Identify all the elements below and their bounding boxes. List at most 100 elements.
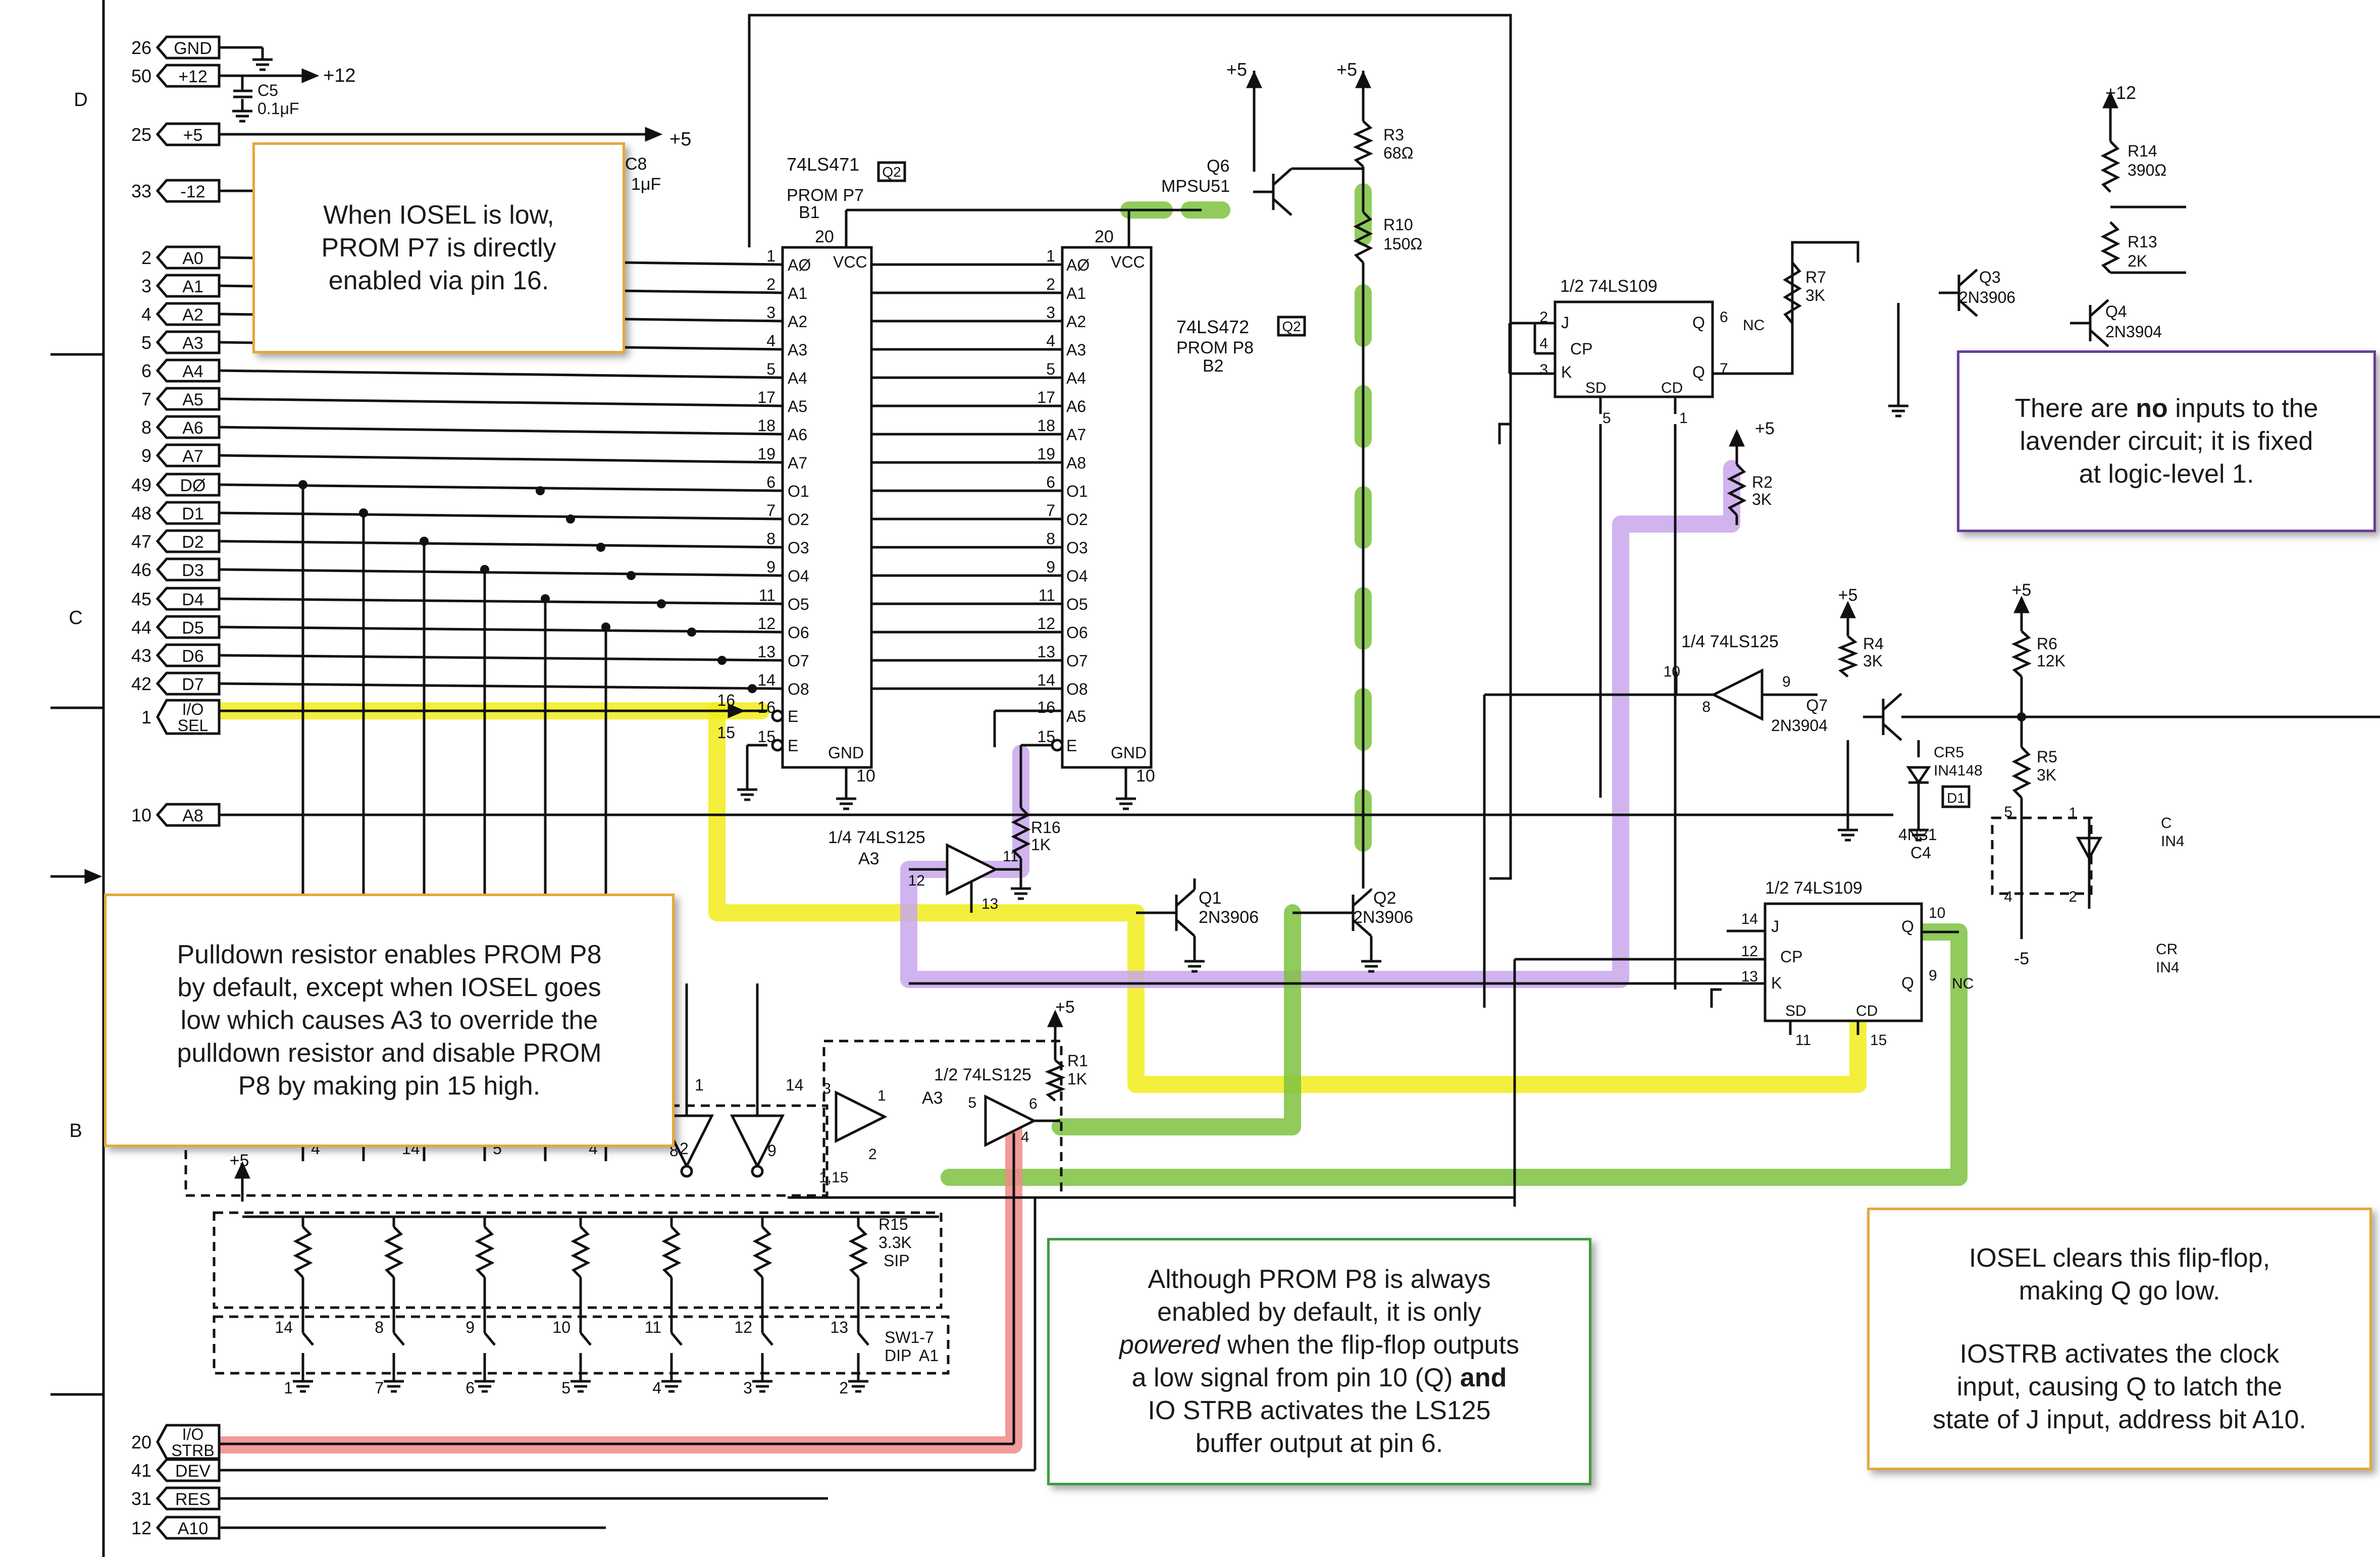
prom-p8-pin-number: 5 — [1046, 360, 1055, 378]
edge-cr-value: IN4 — [2156, 959, 2180, 976]
prom-p8-pin-label: O1 — [1066, 482, 1088, 500]
prom-p8-tag: Q2 — [1282, 319, 1301, 334]
opto-pin4: 4 — [2004, 889, 2012, 905]
connector-pin-number: 2 — [141, 247, 151, 268]
edge-c-value: IN4 — [2161, 833, 2185, 850]
r15-element — [475, 1226, 495, 1278]
ls125c-label: 1/2 74LS125 — [934, 1065, 1031, 1084]
connector-pin-shape — [156, 415, 221, 439]
connector-pin-number: 5 — [141, 332, 151, 353]
ff2-pin-qn: 9 — [1929, 967, 1937, 984]
prom-p7-pin-label: AØ — [788, 256, 811, 274]
callout-ff-p2-line-2: input, causing Q to latch the — [1956, 1372, 2283, 1402]
connector-pin-name: A5 — [182, 390, 203, 409]
data-line — [219, 483, 783, 492]
r15-label: R15 — [878, 1215, 908, 1233]
connector-pin-number: 9 — [141, 445, 151, 466]
opto-ref: C4 — [1910, 844, 1931, 862]
callout-ff-p1-line-2: making Q go low. — [2019, 1276, 2220, 1306]
connector-pin-name: STRB — [171, 1441, 214, 1460]
connector-pin-shape — [156, 699, 221, 735]
supply-arrow — [1840, 601, 1856, 618]
connector-pin-number: 10 — [131, 805, 151, 825]
opto-pin1: 1 — [2068, 805, 2077, 821]
ff1-nc: NC — [1743, 317, 1765, 334]
connector-pin-shape — [156, 358, 221, 383]
junction-dot — [687, 628, 696, 637]
r13-label: R13 — [2128, 233, 2157, 251]
prom-p7-pin-number: 18 — [757, 417, 775, 435]
prom-p8-pin-number: 2 — [1046, 275, 1055, 293]
q6-emitter — [1272, 198, 1292, 216]
prom-p8-pin-number: 13 — [1037, 643, 1055, 661]
switch-pin: 14 — [275, 1318, 293, 1336]
prom-p8-vcc: VCC — [1111, 253, 1145, 271]
connector-pin-shape — [156, 615, 221, 639]
connector-pin-number: 31 — [131, 1488, 151, 1509]
callout-lavender-line-1: There are no inputs to the — [2014, 392, 2318, 425]
junction-dot — [601, 622, 610, 632]
connector-pin-number: 6 — [141, 360, 151, 381]
callout-iosel-p7-line-3: enabled via pin 16. — [328, 266, 549, 295]
connector-pin-shape — [156, 245, 221, 270]
callout-powered-line-4: a low signal from pin 10 (Q) and — [1132, 1362, 1507, 1394]
supply-arrow — [1246, 71, 1262, 88]
prom-p7-pin-number: 1 — [766, 247, 775, 265]
r7-wire — [1713, 241, 1859, 375]
prom-p8-tag-box — [1277, 316, 1306, 337]
r1-label: R1 — [1067, 1052, 1088, 1070]
r14-supply-label: +12 — [2105, 82, 2136, 103]
ff2-qn: Q — [1901, 974, 1914, 992]
r14 — [2100, 140, 2120, 193]
connector-pin-name: A2 — [182, 305, 203, 325]
prom-p8-pin-label: O7 — [1066, 652, 1088, 670]
q6-label: Q6 — [1207, 157, 1229, 176]
connector-pin-number: 49 — [131, 475, 151, 495]
opto-label: 4N31 — [1898, 825, 1937, 844]
ff1-cd: CD — [1661, 380, 1683, 396]
connector-pin-number: 12 — [131, 1518, 151, 1538]
sw-type: DIP — [885, 1346, 911, 1365]
ls125b-pin13: 13 — [981, 896, 998, 912]
switch-pin: 11 — [645, 1318, 661, 1336]
prom-p7-pin-label: E — [788, 737, 798, 755]
prom-p8-pin-label: O4 — [1066, 567, 1088, 585]
gate-pin-number: 2 — [680, 1139, 689, 1158]
prom-p8-pin-number: 19 — [1037, 445, 1055, 463]
q4-collector — [2089, 299, 2109, 317]
q1-value: 2N3906 — [1199, 908, 1259, 927]
r1-supply-label: +5 — [1055, 998, 1075, 1017]
prom-p8-pin-label: A3 — [1066, 341, 1086, 359]
r1 — [1045, 1059, 1066, 1102]
r7-value: 3K — [1805, 286, 1825, 304]
switch-gnd-pin: 3 — [743, 1379, 752, 1397]
r16 — [1011, 807, 1031, 859]
ff1-j: J — [1561, 314, 1569, 332]
connector-pin-name: A3 — [182, 334, 203, 353]
prom-p8-pin-number: 18 — [1037, 417, 1055, 435]
r15-element — [752, 1226, 772, 1278]
c8-label: C8 — [625, 154, 647, 174]
gate-a-pin3: 3 — [822, 1080, 831, 1097]
callout-iosel-enables-p7: When IOSEL is low, PROM P7 is directly e… — [252, 142, 625, 353]
supply-arrow — [1355, 71, 1371, 88]
connector-pin-name: I/O — [182, 700, 204, 718]
connector-pin-shape — [156, 1516, 221, 1540]
prom-p7-pin-label: O6 — [788, 624, 809, 642]
ls125a-gate — [1711, 668, 1764, 721]
prom-p7-body — [781, 246, 873, 769]
hl-iosel-to-ff — [708, 702, 1867, 1093]
ls125a-pin8: 8 — [1702, 699, 1711, 715]
connector-pin-number: 43 — [131, 645, 151, 666]
ls125b-pin11: 11 — [1003, 848, 1018, 865]
prom-p8-pin-label: A5 — [1066, 707, 1086, 725]
opto-box — [1991, 816, 2093, 895]
prom-p7-pin-number: 5 — [766, 360, 775, 378]
prom-p7-pin-label: A5 — [788, 397, 807, 416]
junction-dot — [717, 656, 727, 665]
switch-gnd-pin: 5 — [561, 1379, 571, 1397]
prom-p7-pin-label: O4 — [788, 567, 809, 585]
r4-label: R4 — [1863, 635, 1884, 653]
data-line — [219, 654, 783, 662]
r15-type: SIP — [884, 1252, 910, 1270]
